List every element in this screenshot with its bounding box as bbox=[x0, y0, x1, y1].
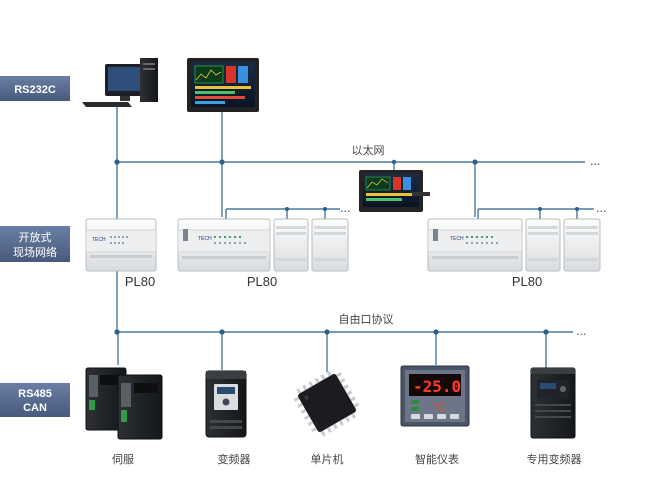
hmi-touchscreen-large-icon bbox=[187, 58, 259, 112]
special-inverter-icon bbox=[530, 367, 576, 439]
desktop-pc-icon bbox=[82, 58, 158, 107]
plc2-expansion-continuation: ... bbox=[340, 202, 351, 215]
side-label-field-network: 开放式 现场网络 bbox=[0, 226, 70, 262]
svg-text:TECH: TECH bbox=[92, 237, 106, 243]
plc3-expansion-continuation: ... bbox=[596, 202, 607, 215]
side-label-rs485-line1: RS485 bbox=[18, 388, 52, 400]
plc-3-expansion-module-2 bbox=[563, 218, 601, 272]
plc-2-icon: TECH bbox=[177, 218, 271, 272]
plc-2-label: PL80 bbox=[247, 274, 277, 289]
plc-3-expansion-module-1 bbox=[525, 218, 561, 272]
side-label-rs232c: RS232C bbox=[0, 76, 70, 101]
mcu-chip-icon bbox=[293, 370, 360, 437]
side-label-rs485-line2: CAN bbox=[23, 402, 47, 414]
ethernet-continuation: ... bbox=[590, 155, 601, 168]
device-label-mcu: 单片机 bbox=[311, 452, 344, 466]
wiring bbox=[116, 104, 594, 372]
device-label-meter: 智能仪表 bbox=[415, 452, 459, 466]
inverter-icon bbox=[205, 370, 247, 438]
free-port-continuation: ... bbox=[576, 325, 587, 338]
ethernet-label: 以太网 bbox=[352, 144, 385, 157]
plc-2-expansion-module-1 bbox=[273, 218, 309, 272]
side-label-field-network-line2: 现场网络 bbox=[13, 245, 57, 259]
svg-text:TECH: TECH bbox=[450, 236, 464, 242]
plc-3-icon: TECH bbox=[427, 218, 523, 272]
side-label-field-network-line1: 开放式 bbox=[19, 230, 52, 244]
plc-3-label: PL80 bbox=[512, 274, 542, 289]
device-label-servo: 伺服 bbox=[112, 453, 134, 466]
svg-text:TECH: TECH bbox=[198, 236, 212, 242]
hmi-touchscreen-small-icon bbox=[359, 170, 430, 212]
bus-nodes bbox=[114, 159, 579, 335]
servo-drive-icon bbox=[85, 367, 163, 440]
meter-display-value: -25.0 bbox=[413, 377, 461, 396]
meter-display-unit: °C bbox=[432, 401, 446, 414]
smart-meter-icon: -25.0 °C bbox=[400, 365, 470, 427]
plc-2-expansion-module-2 bbox=[311, 218, 349, 272]
side-label-rs232c-text: RS232C bbox=[14, 84, 56, 96]
plc-1-label: PL80 bbox=[125, 274, 155, 289]
plc-1-icon: TECH bbox=[85, 218, 157, 272]
device-label-inverter: 变频器 bbox=[218, 452, 251, 466]
device-label-special-inverter: 专用变频器 bbox=[527, 452, 582, 466]
side-label-rs485-can: RS485 CAN bbox=[0, 383, 70, 417]
free-port-protocol-label: 自由口协议 bbox=[339, 312, 394, 326]
